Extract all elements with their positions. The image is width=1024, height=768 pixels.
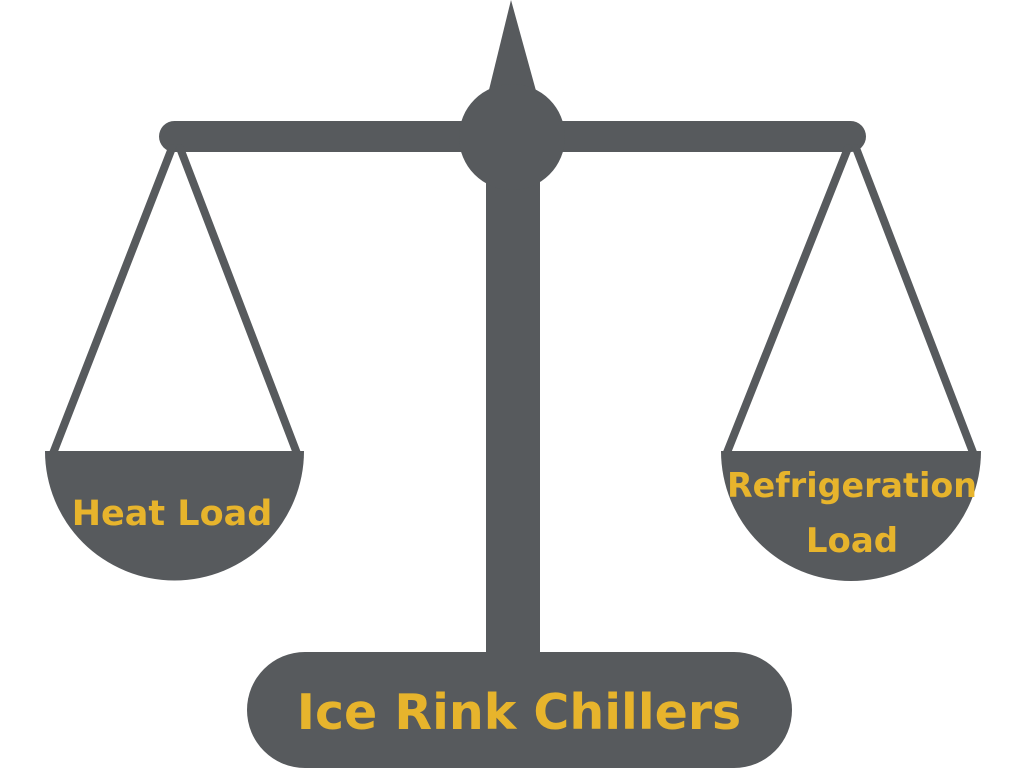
left-pan-strings: [48, 144, 302, 460]
scale-spike: [487, 0, 538, 98]
scale-pivot-hub: [459, 84, 565, 190]
right-pan-strings: [722, 144, 978, 459]
base-label: Ice Rink Chillers: [297, 684, 741, 741]
left-pan-bowl: [45, 451, 304, 581]
scale-base: [247, 652, 792, 768]
right-pan-label-line1: Refrigeration: [727, 466, 977, 506]
scale-post: [486, 150, 540, 680]
right-pan-bowl: [721, 451, 981, 581]
right-pan-label-line2: Load: [806, 521, 898, 561]
left-pan-label: Heat Load: [72, 494, 273, 534]
